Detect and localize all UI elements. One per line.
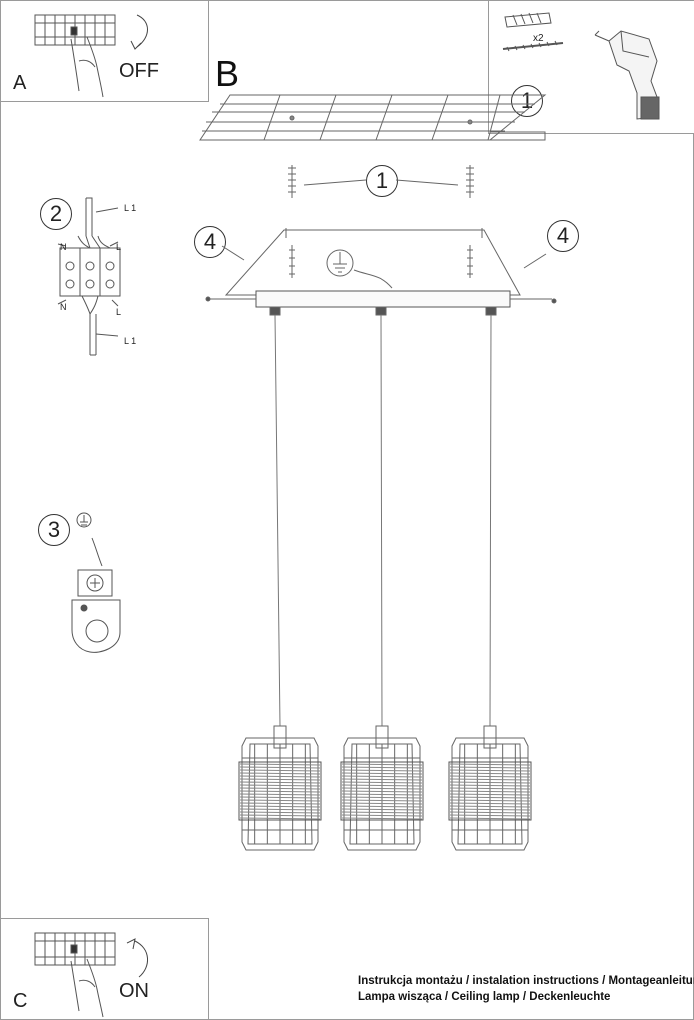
callout-4-right: 4 [547, 220, 579, 252]
lamp-shade-icon [238, 725, 322, 851]
lamp-shade-icon [448, 725, 532, 851]
anchor-kit-quantity: x2 [533, 33, 544, 44]
panel-b-letter: B [215, 53, 240, 94]
footer-title: Instrukcja montażu / instalation instruc… [358, 975, 694, 987]
lamp-shade-icon [340, 725, 424, 851]
panel-a-switch-off: A OFF [0, 0, 209, 102]
panel-c-switch-on: C ON [0, 918, 209, 1020]
label-l1-bottom: L 1 [124, 336, 137, 346]
switch-off-icon [34, 14, 148, 98]
panel-c-letter: C [13, 990, 28, 1012]
ceiling-icon [199, 94, 547, 141]
switch-on-icon [34, 932, 148, 1018]
callout-2-connector: 2 [40, 198, 72, 230]
label-l-bottom: L [116, 307, 122, 317]
label-n-top: N [60, 242, 67, 252]
callout-3-earth: 3 [38, 514, 70, 546]
footer: Instrukcja montażu / instalation instruc… [358, 973, 694, 1005]
footer-subtitle: Lampa wisząca / Ceiling lamp / Deckenleu… [358, 991, 611, 1003]
label-l1-top: L 1 [124, 203, 137, 213]
panel-a-letter: A [13, 72, 27, 94]
label-l-top: L [116, 242, 122, 252]
earth-terminal-icon [71, 512, 121, 653]
panel-c-action-label: ON [119, 980, 149, 1002]
panel-a-action-label: OFF [119, 60, 159, 82]
drill-icon [502, 12, 660, 120]
label-n-bottom: N [60, 302, 67, 312]
connector-icon [57, 197, 121, 356]
callout-1-screws: 1 [366, 165, 398, 197]
callout-4-left: 4 [194, 226, 226, 258]
